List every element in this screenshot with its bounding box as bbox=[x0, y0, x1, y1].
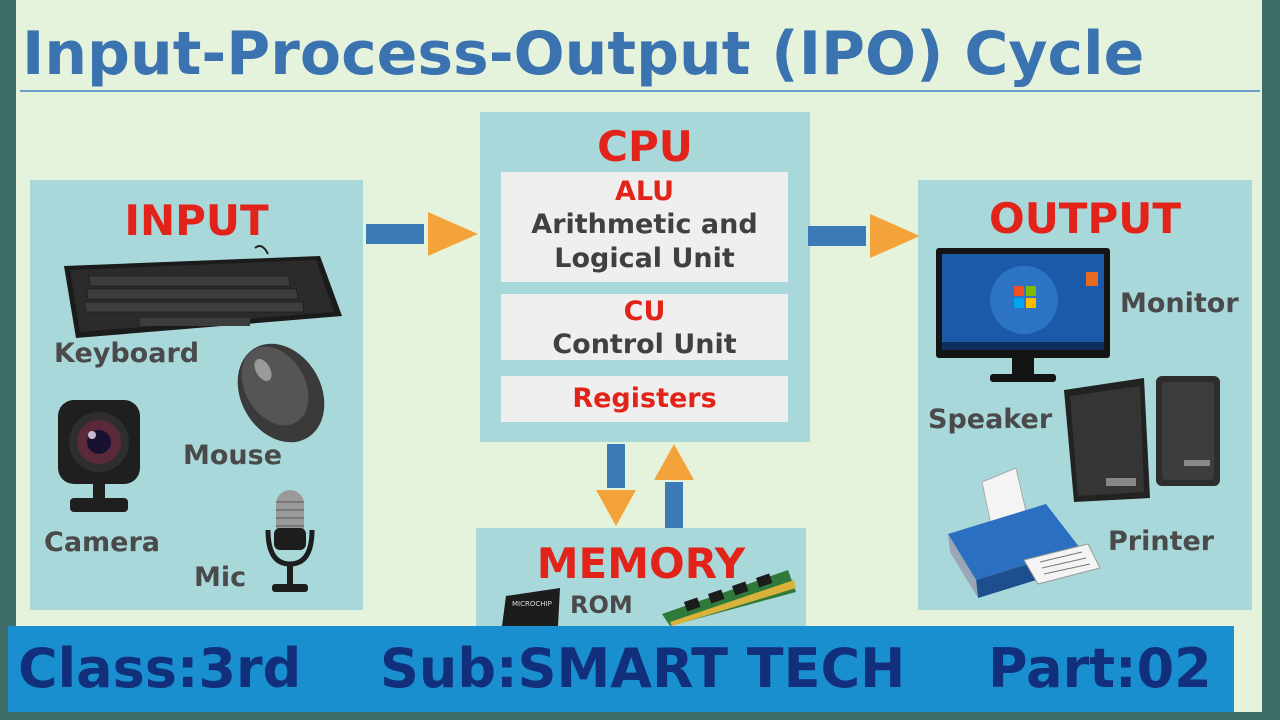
alu-line2: Logical Unit bbox=[554, 243, 735, 274]
monitor-label: Monitor bbox=[1120, 288, 1239, 319]
cu-abbr: CU bbox=[623, 296, 666, 327]
mic-icon bbox=[258, 488, 322, 596]
ram-stick-icon bbox=[662, 568, 796, 626]
alu-box: ALU Arithmetic and Logical Unit bbox=[501, 172, 788, 282]
registers-label: Registers bbox=[572, 383, 717, 414]
cpu-to-output-arrow bbox=[808, 212, 922, 260]
mouse-icon bbox=[225, 340, 337, 446]
bottom-edge bbox=[0, 712, 1280, 720]
rom-chip-icon: MICROCHIP bbox=[498, 588, 562, 626]
speaker-label: Speaker bbox=[928, 404, 1053, 435]
camera-icon bbox=[56, 398, 142, 514]
rom-label: ROM bbox=[570, 591, 633, 619]
printer-label: Printer bbox=[1108, 526, 1215, 557]
cpu-heading: CPU bbox=[597, 122, 693, 171]
output-panel: OUTPUT Monitor Speaker bbox=[918, 180, 1252, 610]
title-underline bbox=[20, 90, 1260, 92]
monitor-icon bbox=[934, 246, 1112, 388]
cu-box: CU Control Unit bbox=[501, 294, 788, 360]
memory-heading: MEMORY bbox=[536, 539, 746, 588]
input-heading: INPUT bbox=[124, 196, 269, 245]
mouse-label: Mouse bbox=[183, 440, 283, 471]
footer-subject-label: Sub:SMART TECH bbox=[380, 637, 906, 700]
alu-abbr: ALU bbox=[614, 176, 675, 207]
footer-banner: Class:3rd Sub:SMART TECH Part:02 bbox=[8, 626, 1234, 712]
rom-chip-text: MICROCHIP bbox=[512, 600, 552, 608]
cpu-to-memory-arrow bbox=[594, 444, 638, 528]
printer-icon bbox=[942, 464, 1102, 604]
camera-label: Camera bbox=[44, 527, 161, 558]
keyboard-label: Keyboard bbox=[54, 338, 200, 369]
mic-label: Mic bbox=[194, 562, 247, 593]
keyboard-icon bbox=[50, 242, 346, 342]
input-to-cpu-arrow bbox=[366, 210, 480, 258]
output-heading: OUTPUT bbox=[989, 194, 1181, 243]
alu-line1: Arithmetic and bbox=[531, 209, 758, 240]
footer-class-label: Class:3rd bbox=[18, 637, 302, 700]
footer-part-label: Part:02 bbox=[988, 637, 1212, 700]
input-panel: INPUT Keyboard Mouse bbox=[30, 180, 363, 610]
frame-left-edge bbox=[0, 0, 16, 720]
speaker-icon bbox=[1060, 370, 1224, 506]
frame-right-edge bbox=[1262, 0, 1280, 720]
cu-full: Control Unit bbox=[552, 329, 737, 360]
memory-to-cpu-arrow bbox=[652, 444, 696, 528]
page-title: Input-Process-Output (IPO) Cycle bbox=[22, 19, 1145, 89]
registers-box: Registers bbox=[501, 376, 788, 422]
memory-panel: MEMORY MICROCHIP ROM bbox=[476, 528, 806, 626]
cpu-panel: CPU ALU Arithmetic and Logical Unit CU C… bbox=[480, 112, 810, 442]
